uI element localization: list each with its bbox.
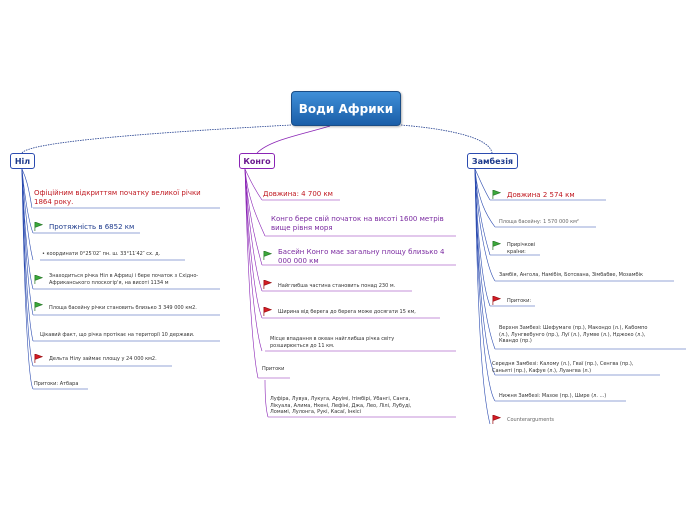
nile-node-discovery[interactable]: Офіційним відкриттям початку великої річ… [34,189,201,207]
zambezi-node-tributaries[interactable]: Притоки: [507,298,532,304]
zambezi-node-upper[interactable]: Верхня Замбезі: Шефумаге (пр.), Макондо … [499,325,648,344]
flag-green-icon [263,251,272,260]
nile-node-basin[interactable]: Площа басейну річки становить близько 3 … [49,305,197,311]
nile-node-tributaries[interactable]: Притоки: Атбара [34,381,79,387]
flag-green-icon [492,190,501,199]
flag-red-icon [263,307,272,316]
branch-congo[interactable]: Конго [239,153,275,169]
zambezi-node-middle[interactable]: Середня Замбезі: Калому (л.), Гваї (пр.)… [492,361,634,374]
congo-node-tributary-list[interactable]: Луфіра, Лувуа, Лукуга, Аруімі, Ітімбірі,… [270,396,412,415]
congo-node-tributaries[interactable]: Притоки [262,366,285,372]
zambezi-node-countries-list[interactable]: Замбія, Ангола, Намібія, Ботсвана, Зімба… [499,272,643,278]
flag-green-icon [34,302,43,311]
zambezi-node-counterarguments[interactable]: Counterarguments [507,417,555,423]
nile-node-coordinates[interactable]: • координати 0°25′02″ пн. ш. 33°11′42″ с… [42,251,161,257]
flag-red-icon [492,415,501,424]
congo-node-width[interactable]: Ширина від берега до берега може досягат… [278,309,416,315]
congo-node-depth[interactable]: Найглибша частина становить понад 230 м. [278,283,396,289]
nile-node-source[interactable]: Знаходиться річка Ніл в Африці і бере по… [49,273,199,286]
zambezi-node-length[interactable]: Довжина 2 574 км [507,191,575,199]
flag-red-icon [492,296,501,305]
branch-nile[interactable]: Ніл [10,153,35,169]
zambezi-node-basin[interactable]: Площа басейну: 1 570 000 км² [499,219,579,225]
congo-node-mouth[interactable]: Місце впадання в океан найглибша річка с… [270,336,395,349]
congo-node-source[interactable]: Конго бере свій початок на висоті 1600 м… [271,215,444,233]
flag-red-icon [263,280,272,289]
nile-node-countries[interactable]: Цікавий факт, що річка протікає на терит… [40,332,195,338]
nile-node-length[interactable]: Протяжність в 6852 км [49,223,135,231]
root-node[interactable]: Води Африки [291,91,401,126]
branch-zambezi[interactable]: Замбезія [467,153,518,169]
nile-node-delta[interactable]: Дельта Нілу займає площу у 24 000 км2. [49,356,157,362]
flag-green-icon [492,241,501,250]
zambezi-node-lower[interactable]: Нижня Замбезі: Мазое (пр.), Шире (л. ...… [499,393,607,399]
congo-node-basin[interactable]: Басейн Конго має загальну площу близько … [278,248,445,266]
flag-green-icon [34,275,43,284]
flag-red-icon [34,354,43,363]
flag-green-icon [34,222,43,231]
congo-node-length[interactable]: Довжина: 4 700 км [263,190,333,198]
